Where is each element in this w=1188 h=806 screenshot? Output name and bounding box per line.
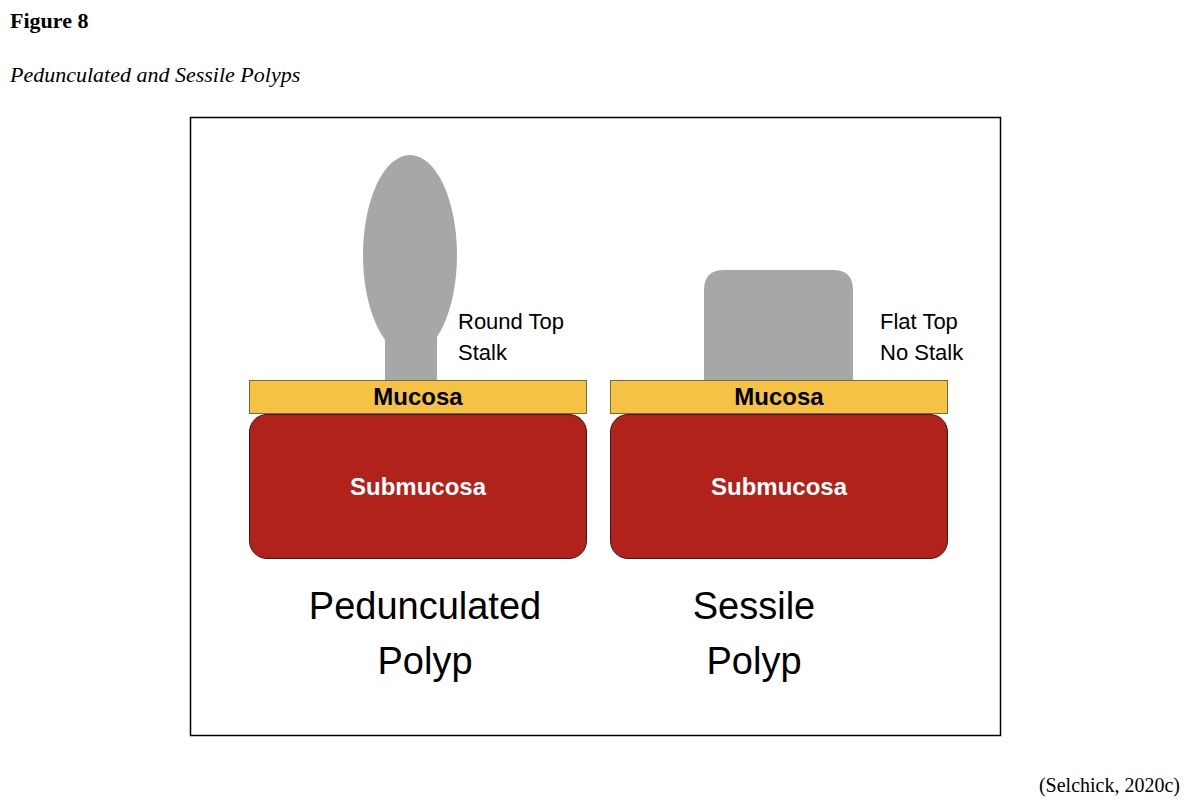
shape-note: Flat Top — [880, 308, 996, 336]
shape-note: Round Top — [458, 308, 598, 336]
submucosa-block: Submucosa — [249, 414, 587, 559]
shape-note: Stalk — [458, 339, 598, 367]
figure-frame — [191, 118, 1001, 736]
shape-note: No Stalk — [880, 339, 996, 367]
figure-title: Figure 8 — [10, 8, 88, 34]
layer-label: Mucosa — [373, 383, 462, 411]
submucosa-block: Submucosa — [610, 414, 948, 559]
layer-label: Mucosa — [734, 383, 823, 411]
polyp-name: Pedunculated Polyp — [290, 579, 560, 689]
mucosa-band: Mucosa — [610, 380, 948, 414]
polyp-name: Sessile Polyp — [672, 579, 836, 689]
layer-label: Submucosa — [711, 473, 847, 501]
layer-label: Submucosa — [350, 473, 486, 501]
citation: (Selchick, 2020c) — [980, 772, 1180, 798]
sessile-polyp-shape — [704, 270, 853, 382]
mucosa-band: Mucosa — [249, 380, 587, 414]
figure-caption: Pedunculated and Sessile Polyps — [10, 62, 300, 88]
polyp-stalk — [385, 290, 437, 382]
